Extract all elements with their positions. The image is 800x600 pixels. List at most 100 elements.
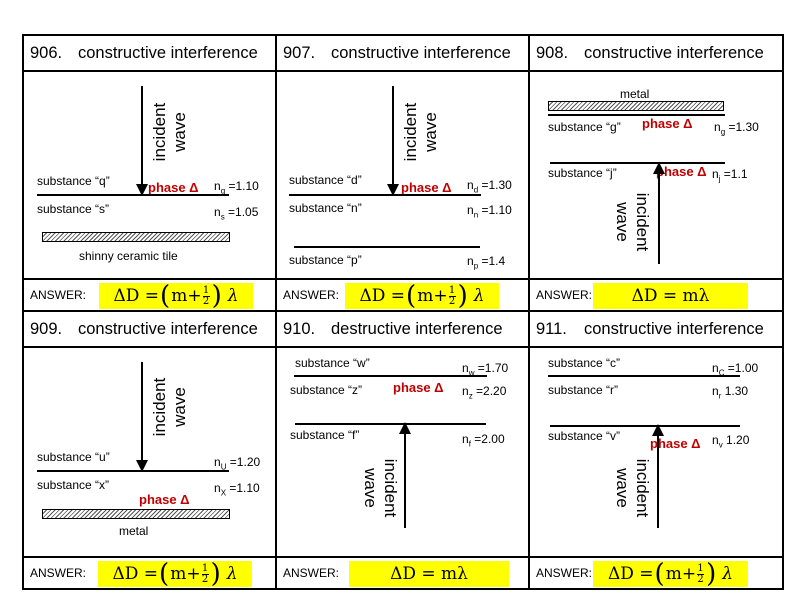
- answer-label: ANSWER:: [536, 288, 593, 302]
- substance-label: substance “j”: [548, 166, 617, 180]
- problem-title: constructive interference: [331, 44, 511, 62]
- phase-shift-label: phase Δ: [139, 492, 190, 507]
- answer-label: ANSWER:: [283, 566, 340, 580]
- interface-line: [37, 194, 229, 196]
- substance-label: substance “s”: [37, 202, 110, 216]
- substance-label: substance “c”: [548, 356, 621, 370]
- interface-line: [294, 375, 487, 377]
- interface-line: [550, 425, 740, 427]
- substance-label: substance “z”: [290, 383, 363, 397]
- substance-label: substance “g”: [548, 120, 621, 134]
- substance-label: substance “f”: [290, 428, 360, 442]
- refractive-index: nz =2.20: [462, 384, 507, 401]
- refractive-index: ng =1.30: [714, 120, 759, 137]
- refractive-index: nw =1.70: [462, 361, 509, 378]
- interface-line: [550, 162, 725, 164]
- material-label: shinny ceramic tile: [79, 249, 178, 263]
- substance-label: substance “v”: [548, 429, 621, 443]
- refractive-index: nj =1.1: [712, 167, 748, 184]
- substance-label: substance “n”: [289, 201, 362, 215]
- incident-wave-arrow: [653, 162, 665, 264]
- refractive-index: nq =1.10: [214, 179, 259, 196]
- problem-number: 907.: [283, 44, 316, 62]
- problem-header: 906. constructive interference: [24, 36, 275, 72]
- refractive-index: nX =1.10: [214, 481, 260, 498]
- interface-line: [295, 423, 486, 425]
- answer-label: ANSWER:: [30, 566, 87, 580]
- metal-surface: [42, 509, 230, 519]
- substance-label: substance “p”: [289, 253, 362, 267]
- problem-911: 911. constructive interference substance …: [530, 312, 782, 588]
- interface-line: [289, 194, 481, 196]
- refractive-index: ns =1.05: [214, 205, 259, 222]
- incident-wave-arrow: [136, 362, 148, 472]
- answer-label: ANSWER:: [283, 288, 340, 302]
- problem-910: 910. destructive interference substance “…: [277, 312, 530, 588]
- substance-label: substance “x”: [37, 478, 110, 492]
- answer-label: ANSWER:: [536, 566, 593, 580]
- answer-row: ANSWER: ΔD = mλ: [277, 556, 528, 588]
- problem-number: 911.: [536, 320, 567, 338]
- interface-line: [548, 114, 725, 116]
- refractive-index: nU =1.20: [214, 455, 261, 472]
- answer-label: ANSWER:: [30, 288, 87, 302]
- refractive-index: nr 1.30: [712, 384, 749, 401]
- refractive-index: nC =1.00: [712, 361, 759, 378]
- problem-number: 908.: [536, 44, 569, 62]
- problem-header: 909. constructive interference: [24, 312, 275, 348]
- answer-formula: ΔD = mλ: [349, 561, 509, 587]
- interface-line: [548, 375, 740, 377]
- problem-header: 911. constructive interference: [530, 312, 782, 348]
- refractive-index: nd =1.30: [467, 178, 512, 195]
- substance-label: substance “d”: [289, 173, 362, 187]
- answer-formula: ΔD = mλ: [593, 283, 748, 309]
- problem-number: 909.: [30, 320, 63, 338]
- substance-label: substance “u”: [37, 450, 110, 464]
- phase-shift-label: phase Δ: [401, 180, 452, 195]
- substance-label: substance “q”: [37, 174, 110, 188]
- problem-title: destructive interference: [331, 320, 503, 338]
- problem-908: 908.constructive interference metal subs…: [530, 36, 782, 312]
- problem-header: 907. constructive interference: [277, 36, 528, 72]
- metal-surface: [548, 101, 724, 111]
- problem-title: constructive interference: [584, 44, 764, 62]
- refractive-index: np =1.4: [467, 254, 506, 271]
- problem-title: constructive interference: [78, 44, 258, 62]
- phase-shift-label: phase Δ: [642, 116, 693, 131]
- problem-title: constructive interference: [584, 320, 764, 338]
- problem-header: 908. constructive interference: [530, 36, 782, 72]
- problem-title: constructive interference: [78, 320, 258, 338]
- substance-label: substance “r”: [548, 383, 619, 397]
- phase-shift-label: phase Δ: [148, 180, 199, 195]
- incident-wave-arrow: [652, 424, 664, 528]
- phase-shift-label: phase Δ: [656, 164, 707, 179]
- interface-line: [294, 246, 480, 248]
- phase-shift-label: phase Δ: [393, 380, 444, 395]
- problem-header: 910. destructive interference: [277, 312, 528, 348]
- problem-number: 910.: [283, 320, 316, 338]
- interface-line: [37, 470, 229, 472]
- incident-wave-arrow: [387, 86, 399, 196]
- refractive-index: nn =1.10: [467, 203, 512, 220]
- incident-wave-arrow: [399, 422, 411, 528]
- incident-wave-arrow: [136, 86, 148, 196]
- ceramic-tile-surface: [42, 232, 230, 242]
- problem-number: 906.: [30, 44, 63, 62]
- refractive-index: nf =2.00: [462, 432, 505, 449]
